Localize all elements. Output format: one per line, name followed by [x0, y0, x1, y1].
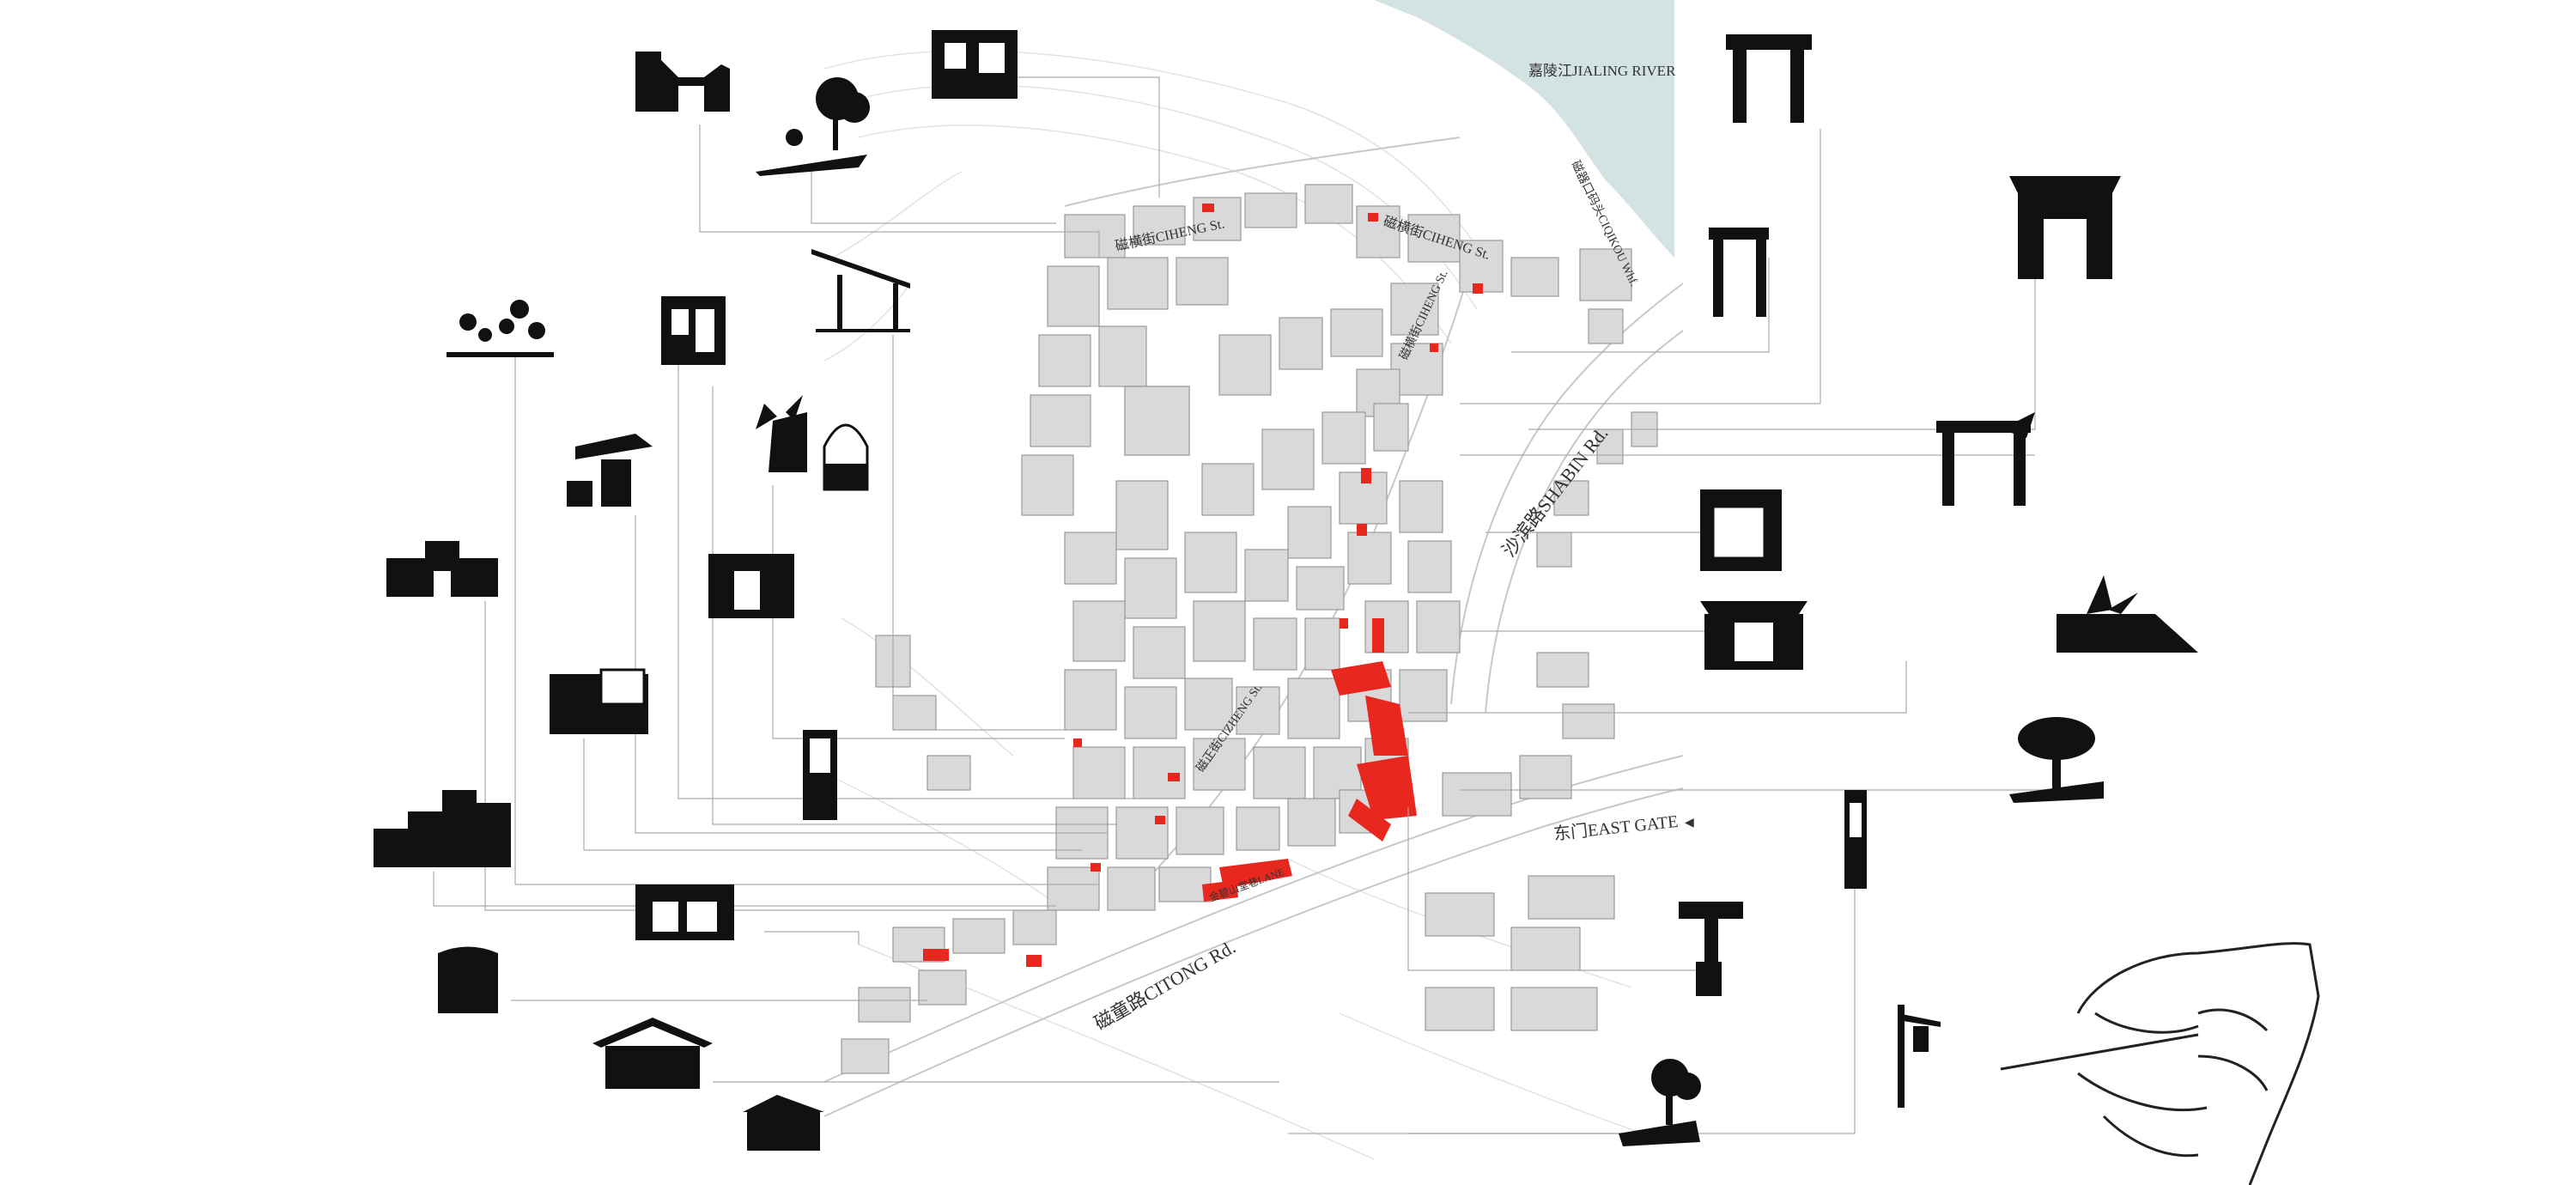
doorway-icon [708, 554, 794, 618]
courtyard-gate-icon [1700, 601, 1807, 670]
shutter-shop-icon [1700, 489, 1782, 571]
building-blocks [841, 184, 1658, 1074]
plant-steps-icon [2057, 575, 2198, 653]
vertical-sign-icon [1844, 790, 1867, 889]
canopy-frame-icon [811, 249, 910, 332]
courtyard-entrance-icon [932, 30, 1018, 99]
stepped-walls-icon [374, 790, 511, 867]
tiled-roof-house-icon [592, 1018, 713, 1089]
gatehouse-icon [386, 541, 498, 597]
storefront-icon [635, 884, 734, 940]
signboard-icon [803, 730, 837, 820]
column-gate-icon [1709, 228, 1769, 317]
jialing-river [1374, 0, 1674, 258]
tree-rock-icon [1619, 1059, 1701, 1146]
bonsai-tree-icon [2009, 717, 2104, 803]
river-label: 嘉陵江JIALING RIVER [1528, 63, 1676, 79]
shop-stall-icon [550, 668, 648, 734]
shop-front-icon [661, 296, 726, 365]
arch-trellis-icon [823, 423, 869, 491]
flowering-shrub-icon [447, 300, 554, 357]
gate-wall-icon [635, 52, 730, 112]
palm-gate-icon [1936, 412, 2035, 506]
map-base [823, 0, 1684, 1160]
east-gate-arrow: ◀ [1685, 817, 1694, 830]
hand-drawing-icon [2000, 942, 2320, 1185]
potted-plant-icon [756, 395, 807, 472]
tree-garden-icon [756, 77, 870, 176]
sign-post-icon [1679, 902, 1743, 996]
small-house-icon [743, 1095, 824, 1151]
highlighted-sites [923, 204, 1483, 967]
archway-gate-icon [1726, 34, 1812, 123]
bookshelf-icon [438, 946, 498, 1013]
lamp-bracket-icon [1898, 1005, 1941, 1108]
architecture-icons [374, 30, 2198, 1151]
memorial-arch-icon [2009, 176, 2121, 279]
pavilion-roof-icon [567, 434, 653, 507]
